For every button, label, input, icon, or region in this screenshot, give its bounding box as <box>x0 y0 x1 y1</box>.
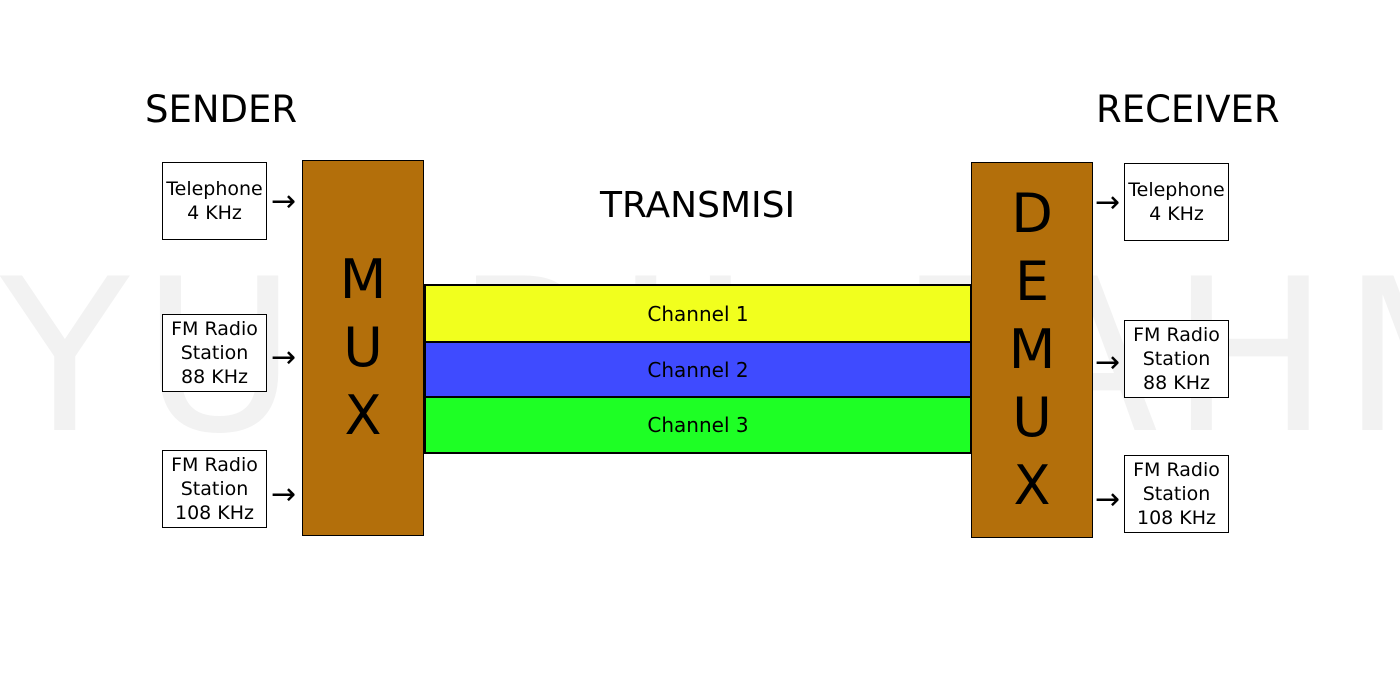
mux-block: M U X <box>302 160 424 536</box>
transmission-title: TRANSMISI <box>600 185 796 226</box>
sender-input-fm-88-line-3: 88 KHz <box>181 366 248 388</box>
receiver-output-fm-108-line-2: Station <box>1142 483 1211 505</box>
receiver-output-telephone-line-2: 4 KHz <box>1149 203 1204 225</box>
arrow-right-icon: → <box>1095 345 1121 380</box>
mux-letter: U <box>343 316 383 379</box>
sender-input-fm-88: FM Radio Station 88 KHz <box>162 314 267 392</box>
channel-2: Channel 2 <box>424 341 972 398</box>
receiver-output-fm-108-line-3: 108 KHz <box>1136 507 1217 529</box>
sender-input-fm-108-line-2: Station <box>180 478 249 500</box>
demux-block: D E M U X <box>971 162 1093 538</box>
receiver-output-fm-88: FM Radio Station 88 KHz <box>1124 320 1229 398</box>
channel-1: Channel 1 <box>424 284 972 343</box>
channel-3: Channel 3 <box>424 396 972 454</box>
channel-1-label: Channel 1 <box>647 301 749 326</box>
sender-input-fm-108: FM Radio Station 108 KHz <box>162 450 267 528</box>
sender-input-fm-108-line-3: 108 KHz <box>174 502 255 524</box>
demux-letter: D <box>1011 182 1053 245</box>
sender-input-telephone-line-1: Telephone <box>166 178 263 200</box>
demux-letter: X <box>1013 454 1051 517</box>
arrow-right-icon: → <box>271 184 297 219</box>
receiver-output-fm-108: FM Radio Station 108 KHz <box>1124 455 1229 533</box>
demux-letter: M <box>1008 318 1056 381</box>
sender-input-fm-88-line-1: FM Radio <box>171 318 258 340</box>
receiver-output-fm-88-line-3: 88 KHz <box>1143 372 1210 394</box>
sender-input-telephone-line-2: 4 KHz <box>187 202 242 224</box>
receiver-output-fm-88-line-1: FM Radio <box>1133 324 1220 346</box>
arrow-right-icon: → <box>1095 185 1121 220</box>
channel-3-label: Channel 3 <box>647 413 749 437</box>
mux-letter: X <box>344 384 382 447</box>
receiver-output-telephone: Telephone 4 KHz <box>1124 163 1229 241</box>
mux-letter: M <box>339 248 387 311</box>
demux-letter: E <box>1014 250 1050 313</box>
sender-input-telephone: Telephone 4 KHz <box>162 162 267 240</box>
arrow-right-icon: → <box>271 340 297 375</box>
demux-letter: U <box>1012 386 1052 449</box>
arrow-right-icon: → <box>271 477 297 512</box>
receiver-title: RECEIVER <box>1096 88 1280 131</box>
sender-title: SENDER <box>145 88 298 131</box>
channel-2-label: Channel 2 <box>647 357 749 382</box>
sender-input-fm-108-line-1: FM Radio <box>171 454 258 476</box>
sender-input-fm-88-line-2: Station <box>180 342 249 364</box>
receiver-output-telephone-line-1: Telephone <box>1128 179 1225 201</box>
arrow-right-icon: → <box>1095 482 1121 517</box>
receiver-output-fm-88-line-2: Station <box>1142 348 1211 370</box>
receiver-output-fm-108-line-1: FM Radio <box>1133 459 1220 481</box>
